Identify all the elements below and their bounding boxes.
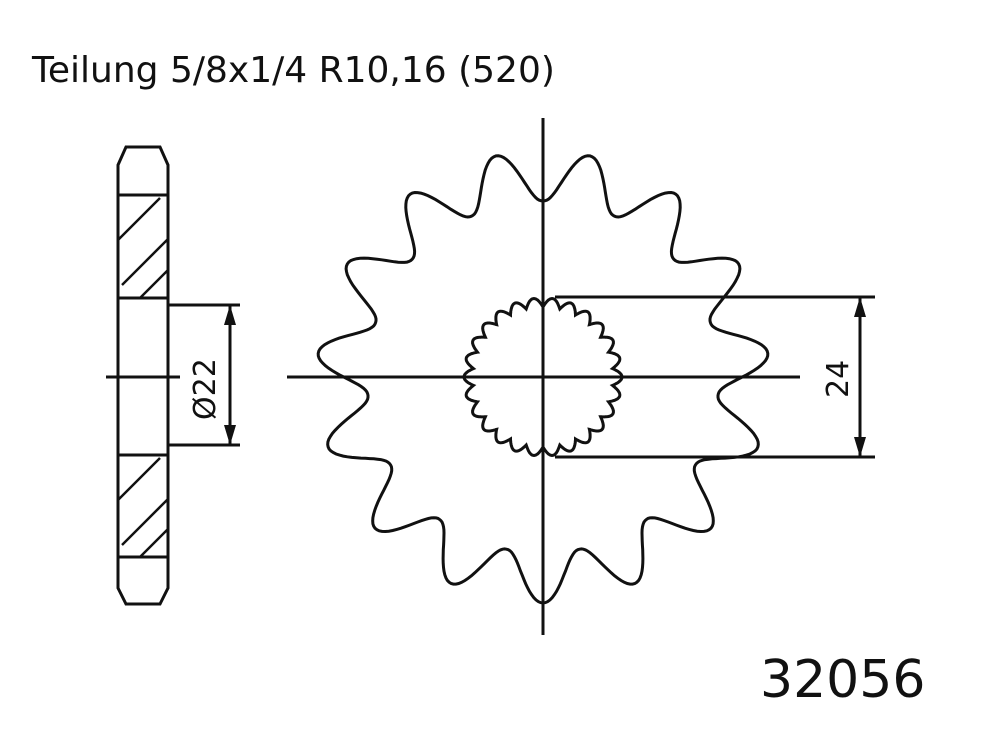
spline-dimension: 24 bbox=[555, 295, 875, 459]
drawing-title: Teilung 5/8x1/4 R10,16 (520) bbox=[31, 50, 555, 91]
front-view bbox=[287, 118, 800, 635]
bore-dimension: Ø22 bbox=[168, 303, 240, 447]
bore-diameter-label: Ø22 bbox=[188, 358, 223, 420]
hatching bbox=[117, 197, 169, 558]
side-view bbox=[106, 145, 180, 606]
part-number: 32056 bbox=[760, 650, 925, 710]
spline-height-label: 24 bbox=[821, 360, 856, 398]
